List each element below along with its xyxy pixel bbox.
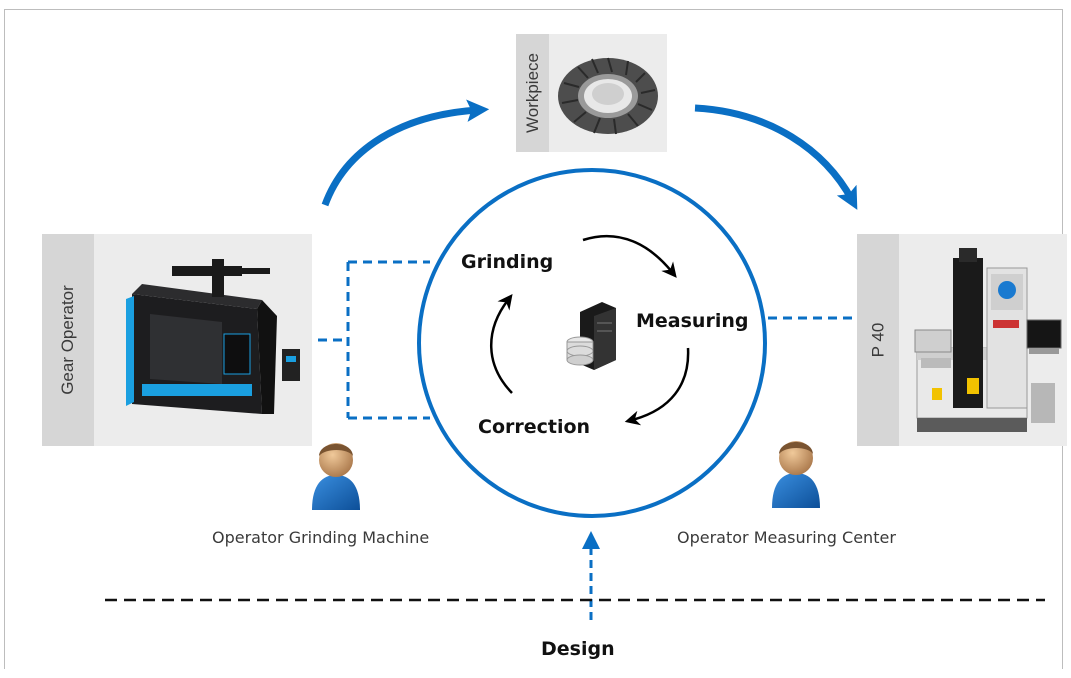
- p40-label-strip: P 40: [857, 234, 899, 446]
- grinding-machine-image: [126, 259, 300, 414]
- workpiece-label-strip: Workpiece: [516, 34, 549, 152]
- operator-measuring-label: Operator Measuring Center: [677, 528, 896, 547]
- grinding-label: Grinding: [461, 251, 554, 273]
- arrow-to-measuring: [694, 104, 858, 210]
- left-connection-dashed: [318, 260, 430, 420]
- cycle-arrow-correction-grinding: [490, 294, 513, 394]
- cycle-arrow-measuring-correction: [624, 347, 690, 426]
- bevel-gear-image: [558, 57, 658, 135]
- arrow-to-workpiece: [321, 99, 490, 207]
- measuring-center-image: [914, 248, 1062, 432]
- process-cycle-circle: [417, 168, 767, 518]
- gear-operator-card: Gear Operator: [42, 234, 312, 446]
- server-database-icon: [566, 302, 616, 370]
- measuring-label: Measuring: [636, 310, 749, 332]
- p40-label: P 40: [867, 322, 887, 358]
- gear-operator-label: Gear Operator: [58, 285, 78, 395]
- workpiece-card: Workpiece: [516, 34, 667, 152]
- operator-grinding-person-icon: [312, 443, 360, 510]
- p40-card: P 40: [857, 234, 1067, 446]
- gear-operator-label-strip: Gear Operator: [42, 234, 94, 446]
- operator-grinding-label: Operator Grinding Machine: [212, 528, 430, 547]
- cycle-arrow-grinding-measuring: [582, 234, 677, 278]
- workpiece-label: Workpiece: [522, 53, 542, 133]
- design-label: Design: [541, 638, 615, 660]
- correction-label: Correction: [478, 416, 591, 438]
- operator-measuring-person-icon: [772, 441, 820, 508]
